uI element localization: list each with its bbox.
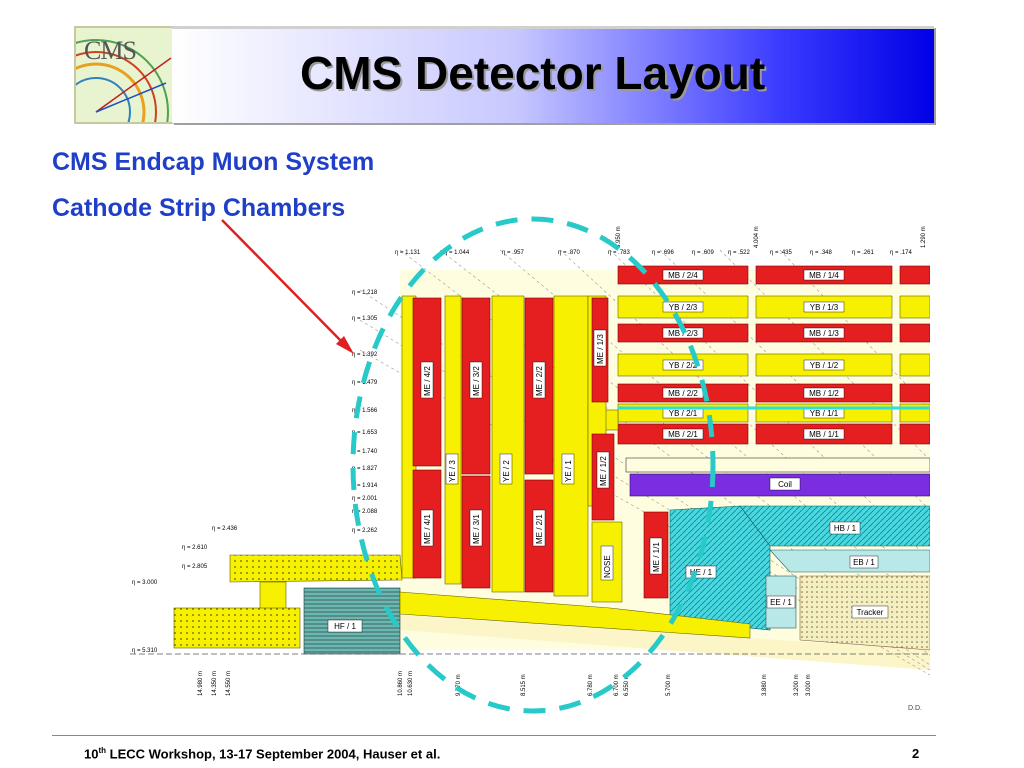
z-label: 3.000 m	[806, 674, 812, 696]
eta-label: η = 1.653	[352, 430, 378, 436]
z-label: 10.860 m	[398, 671, 404, 696]
eta-label: η = .609	[692, 250, 715, 256]
chamber-label: ME / 2/1	[535, 514, 544, 544]
nose-label: NOSE	[603, 555, 612, 578]
chamber-label: ME / 1/3	[596, 334, 605, 364]
eta-label: η = 1.914	[352, 483, 378, 489]
barrel-label: MB / 2/2	[668, 389, 698, 398]
yoke-label: YE / 3	[448, 460, 457, 482]
barrel-label: YB / 1/1	[810, 409, 839, 418]
detector-diagram: η = 1.131 η = 1.044 η = .957 η = .870 η …	[130, 216, 930, 714]
eb-label: EB / 1	[853, 558, 875, 567]
he-label: HE / 1	[690, 568, 713, 577]
chamber-label: ME / 3/1	[472, 514, 481, 544]
title-bar	[172, 26, 934, 123]
subtitle-csc: Cathode Strip Chambers	[52, 194, 346, 222]
barrel-label: YB / 1/3	[810, 303, 839, 312]
chamber-labels: ME / 4/2 ME / 3/2 ME / 2/2 ME / 1/3 ME /…	[420, 329, 663, 575]
cms-logo: CMS	[74, 26, 174, 124]
eta-label: η = 1.131	[395, 250, 421, 256]
eta-label: η = .348	[810, 250, 833, 256]
page-title: CMS Detector Layout	[300, 47, 766, 99]
annotation-arrow	[221, 219, 354, 354]
coil-label: Coil	[778, 480, 792, 489]
yoke-label: YE / 1	[564, 460, 573, 482]
chamber-label: ME / 1/1	[652, 542, 661, 572]
eta-label: η = 1.566	[352, 408, 378, 414]
z-label: 14.980 m	[198, 671, 204, 696]
eta-label: η = 2.088	[352, 509, 378, 515]
z-label: 14.550 m	[226, 671, 232, 696]
eta-label: η = 1.044	[444, 250, 470, 256]
chamber-label: ME / 4/2	[423, 366, 432, 396]
barrel-label: YB / 1/2	[810, 361, 839, 370]
footer-text: 10th LECC Workshop, 13-17 September 2004…	[84, 746, 441, 762]
z-label: 6.780 m	[588, 674, 594, 696]
r-label: 6.950 m	[616, 226, 622, 248]
z-label: 9.770 m	[456, 674, 462, 696]
eta-label: η = 3.000	[132, 580, 158, 586]
hb-label: HB / 1	[834, 524, 857, 533]
eta-label: η = 2.610	[182, 545, 208, 551]
eta-label: η = .696	[652, 250, 675, 256]
eta-label: η = .522	[728, 250, 751, 256]
z-label: 14.350 m	[212, 671, 218, 696]
eta-label: η = 2.436	[212, 526, 238, 532]
hf-label: HF / 1	[334, 622, 356, 631]
credit-label: D.D.	[908, 705, 922, 712]
eta-label: η = 2.805	[182, 564, 208, 570]
z-label: 5.700 m	[666, 674, 672, 696]
barrel-label: MB / 1/1	[809, 430, 839, 439]
barrel-label: MB / 1/4	[809, 271, 839, 280]
eta-labels-top: η = 1.131 η = 1.044 η = .957 η = .870 η …	[395, 250, 913, 256]
eta-label: η = 5.310	[132, 648, 158, 654]
eta-label: η = 1.392	[352, 352, 378, 358]
barrel-label: MB / 2/1	[668, 430, 698, 439]
chamber-label: ME / 2/2	[535, 366, 544, 396]
z-label: 8.515 m	[521, 674, 527, 696]
eta-label: η = 2.001	[352, 496, 378, 502]
r-labels: 6.950 m 4.004 m 1.290 m	[616, 226, 927, 248]
z-label: 10.630 m	[408, 671, 414, 696]
chamber-label: ME / 4/1	[423, 514, 432, 544]
eta-label: η = 2.262	[352, 528, 378, 534]
z-label: 6.700 m	[614, 674, 620, 696]
eta-label: η = .957	[502, 250, 525, 256]
annotation-ellipse	[350, 216, 716, 714]
r-label: 4.004 m	[754, 226, 760, 248]
eta-label: η = .174	[890, 250, 913, 256]
barrel-label: YB / 2/1	[669, 409, 698, 418]
eta-label: η = 1.827	[352, 466, 378, 472]
chamber-label: ME / 3/2	[472, 366, 481, 396]
cms-logo-graphic	[76, 39, 172, 122]
z-label: 6.550 m	[624, 674, 630, 696]
subtitle-endcap: CMS Endcap Muon System	[52, 148, 375, 176]
barrel-label: YB / 2/3	[669, 303, 698, 312]
z-labels: 14.980 m 14.350 m 14.550 m 10.860 m 10.6…	[198, 671, 812, 696]
eta-label: η = 1.218	[352, 290, 378, 296]
eta-label: η = 1.305	[352, 316, 378, 322]
yoke-label: YE / 2	[502, 460, 511, 482]
eta-label: η = .870	[558, 250, 581, 256]
r-label: 1.290 m	[921, 226, 927, 248]
footer-divider	[52, 735, 936, 736]
eta-label: η = .783	[608, 250, 631, 256]
barrel-label: MB / 1/2	[809, 389, 839, 398]
yoke-labels: YE / 3 YE / 2 YE / 1	[445, 453, 575, 485]
barrel-label: YB / 2/2	[669, 361, 698, 370]
page-number: 2	[912, 746, 920, 761]
forward-region: HF / 1	[173, 554, 751, 655]
tracker-label: Tracker	[857, 608, 884, 617]
eta-label: η = .435	[770, 250, 793, 256]
chamber-label: ME / 1/2	[599, 456, 608, 486]
logo-text: CMS	[84, 36, 137, 65]
eta-label: η = .261	[852, 250, 875, 256]
z-label: 3.880 m	[762, 674, 768, 696]
ee-label: EE / 1	[770, 598, 792, 607]
barrel-label: MB / 1/3	[809, 329, 839, 338]
eta-label: η = 1.740	[352, 449, 378, 455]
barrel-label: MB / 2/4	[668, 271, 698, 280]
z-label: 3.200 m	[794, 674, 800, 696]
